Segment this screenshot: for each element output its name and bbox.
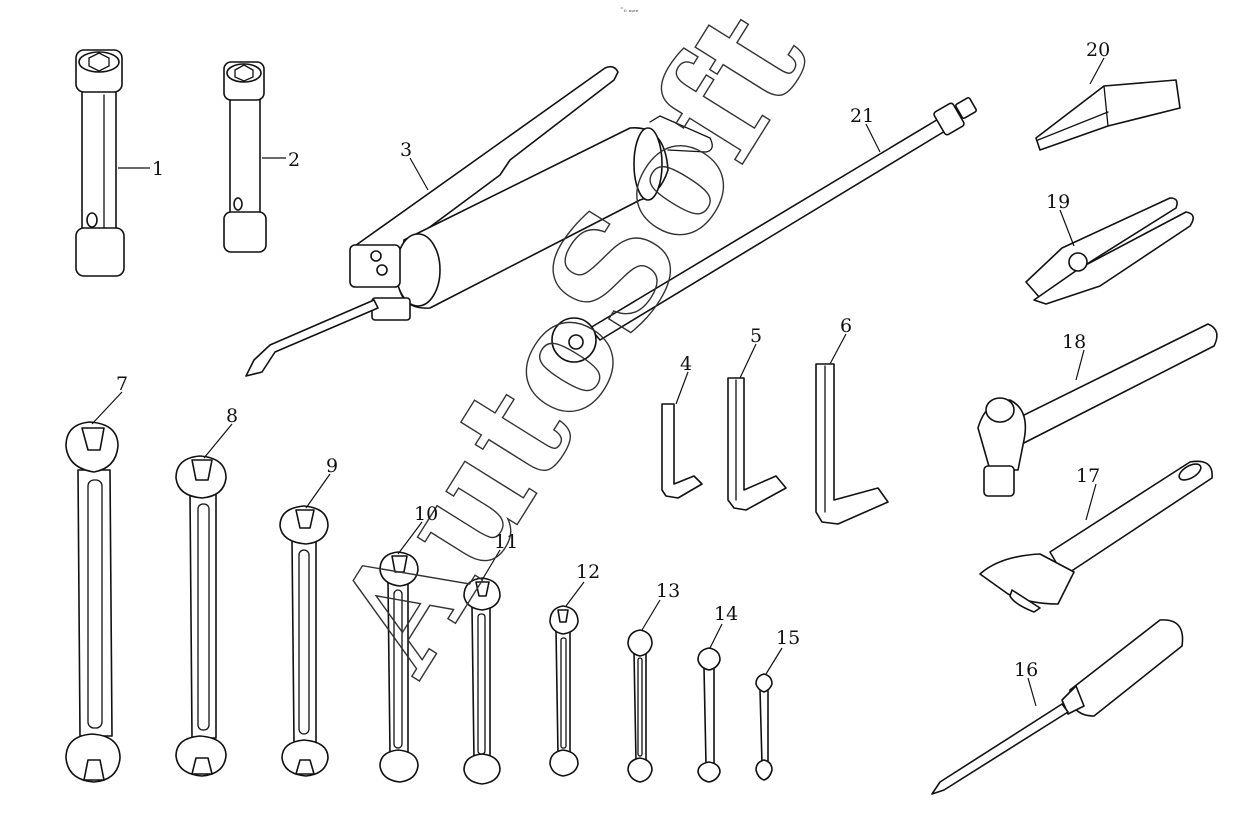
tool-5-hex-key — [727, 343, 787, 511]
callout-1: 1 — [152, 158, 164, 180]
callout-5: 5 — [750, 325, 762, 347]
tool-15-spanner — [755, 647, 783, 781]
tool-16-screwdriver — [931, 619, 1184, 795]
callout-18: 18 — [1062, 331, 1086, 353]
callout-21: 21 — [850, 105, 874, 127]
tool-13-spanner — [627, 599, 661, 783]
callout-7: 7 — [116, 373, 128, 395]
callout-14: 14 — [714, 603, 738, 625]
tool-18-hammer — [977, 323, 1218, 497]
callout-11: 11 — [494, 531, 518, 553]
callout-19: 19 — [1046, 191, 1070, 213]
callout-15: 15 — [776, 627, 800, 649]
tool-9-spanner — [279, 473, 331, 777]
callout-3: 3 — [400, 139, 412, 161]
tool-21-grease-hose — [551, 97, 977, 363]
tool-17-adjustable-wrench — [979, 460, 1213, 613]
tool-20-chisel — [1035, 57, 1181, 151]
tool-6-hex-key — [815, 333, 889, 525]
callout-17: 17 — [1076, 465, 1100, 487]
tool-2-box-wrench — [223, 61, 286, 253]
top-note: ⁼₀ ₘₑₑ — [620, 6, 639, 14]
tool-1-box-wrench — [75, 49, 150, 277]
callout-6: 6 — [840, 315, 852, 337]
callout-16: 16 — [1014, 659, 1038, 681]
tool-11-spanner — [463, 549, 501, 785]
callout-20: 20 — [1086, 39, 1110, 61]
tool-10-spanner — [379, 521, 423, 783]
callout-4: 4 — [680, 353, 692, 375]
tool-4-hex-key — [661, 371, 703, 499]
tool-8-spanner — [175, 423, 233, 777]
callout-8: 8 — [226, 405, 238, 427]
tool-19-pliers — [1025, 197, 1194, 305]
callout-10: 10 — [414, 503, 438, 525]
tool-12-spanner — [549, 581, 585, 777]
tool-14-spanner — [697, 623, 723, 783]
callout-13: 13 — [656, 580, 680, 602]
callout-12: 12 — [576, 561, 600, 583]
tool-3-grease-gun — [245, 65, 713, 377]
tool-7-spanner — [65, 391, 123, 783]
callout-2: 2 — [288, 149, 300, 171]
callout-9: 9 — [326, 455, 338, 477]
